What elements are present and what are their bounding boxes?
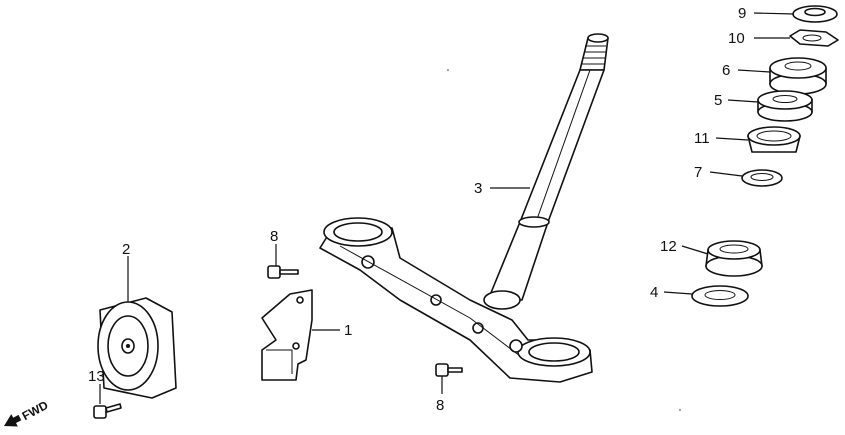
callout-9: 9: [738, 5, 746, 22]
part-7-bearing-race: [741, 169, 783, 187]
callout-7: 7: [694, 164, 702, 181]
part-9-top-nut: [792, 5, 838, 23]
callout-10: 10: [728, 30, 745, 47]
leader-lines: [99, 12, 795, 404]
arrow-left-icon: [4, 414, 22, 427]
part-13-bolt: [93, 403, 122, 419]
part-5-dust-seal: [757, 90, 813, 122]
callout-1: 1: [344, 322, 352, 339]
fwd-marker: FWD: [4, 398, 51, 427]
callout-6: 6: [722, 62, 730, 79]
part-2-horn: [97, 297, 177, 399]
scan-dot: [679, 409, 681, 411]
part-10-lock-washer: [789, 29, 839, 47]
callout-11: 11: [694, 130, 710, 147]
bottom-bridge: [319, 217, 593, 383]
callout-2: 2: [122, 241, 130, 258]
part-12-lower-bearing: [705, 240, 763, 277]
callout-13: 13: [88, 368, 105, 385]
callout-5: 5: [714, 92, 722, 109]
part-6-adjusting-nut: [769, 57, 827, 95]
callout-12: 12: [660, 238, 677, 255]
part-1-horn-bracket: [261, 289, 313, 381]
part-4-dust-seal: [691, 285, 749, 307]
part-11-bearing-race: [747, 126, 801, 153]
callout-8-upper: 8: [270, 228, 278, 245]
callout-3: 3: [474, 180, 482, 197]
part-8-bolt-lower: [435, 363, 463, 377]
callout-4: 4: [650, 284, 658, 301]
fwd-label: FWD: [20, 398, 51, 423]
scan-dot: [447, 69, 449, 71]
callout-8-lower: 8: [436, 397, 444, 414]
steering-stem: [487, 33, 609, 301]
part-8-bolt-upper: [267, 265, 299, 279]
